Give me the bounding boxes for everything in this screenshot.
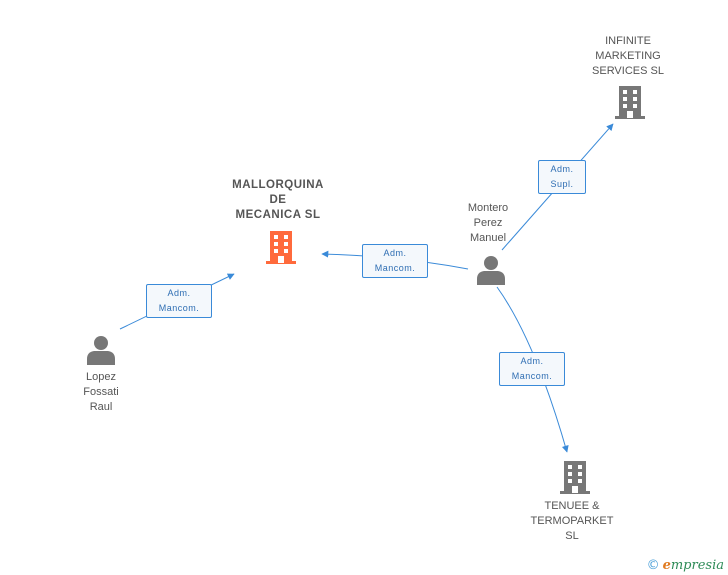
- building-icon[interactable]: [559, 459, 591, 495]
- edge-label-line: Supl.: [550, 179, 574, 189]
- label-line: MECANICA SL: [235, 209, 321, 221]
- label-line: Manuel: [469, 232, 507, 244]
- building-icon[interactable]: [614, 84, 646, 120]
- label-line: Montero: [467, 202, 509, 214]
- label-line: SL: [565, 530, 579, 542]
- edge-label-line: Mancom.: [511, 371, 553, 381]
- label-line: Fossati: [83, 386, 119, 398]
- edge-label-line: Mancom.: [374, 263, 416, 273]
- edge-label-line: Mancom.: [158, 303, 200, 313]
- edge-label-line: Adm.: [550, 164, 574, 174]
- person-label-lopez[interactable]: Lopez Fossati Raul: [61, 370, 141, 415]
- label-line: TERMOPARKET: [530, 515, 614, 527]
- person-label-montero[interactable]: Montero Perez Manuel: [448, 201, 528, 246]
- copyright-icon: ©: [646, 558, 660, 573]
- brand-initial: e: [662, 558, 671, 573]
- label-line: MARKETING: [595, 50, 661, 62]
- company-label-tenuee[interactable]: TENUEE & TERMOPARKET SL: [517, 499, 627, 544]
- person-icon[interactable]: [476, 255, 506, 285]
- edge-label-lopez-mallorquina[interactable]: Adm. Mancom.: [146, 284, 212, 318]
- person-icon[interactable]: [86, 335, 116, 365]
- label-line: SERVICES SL: [592, 65, 664, 77]
- edge-label-line: Adm.: [520, 356, 544, 366]
- label-line: TENUEE &: [544, 500, 600, 512]
- building-icon[interactable]: [265, 229, 297, 265]
- company-label-infinite[interactable]: INFINITE MARKETING SERVICES SL: [573, 34, 683, 79]
- label-line: DE: [269, 194, 287, 206]
- label-line: Lopez: [86, 371, 116, 383]
- brand-name: mpresia: [670, 558, 724, 573]
- brand-logo: ©empresia: [647, 558, 724, 573]
- label-line: MALLORQUINA: [232, 179, 324, 191]
- edge-label-montero-infinite[interactable]: Adm. Supl.: [538, 160, 586, 194]
- label-line: INFINITE: [605, 35, 651, 47]
- edge-label-line: Adm.: [383, 248, 407, 258]
- company-label-mallorquina[interactable]: MALLORQUINA DE MECANICA SL: [219, 178, 337, 223]
- label-line: Perez: [473, 217, 503, 229]
- edge-label-montero-tenuee[interactable]: Adm. Mancom.: [499, 352, 565, 386]
- label-line: Raul: [89, 401, 113, 413]
- edge-label-montero-mallorquina[interactable]: Adm. Mancom.: [362, 244, 428, 278]
- edge-label-line: Adm.: [167, 288, 191, 298]
